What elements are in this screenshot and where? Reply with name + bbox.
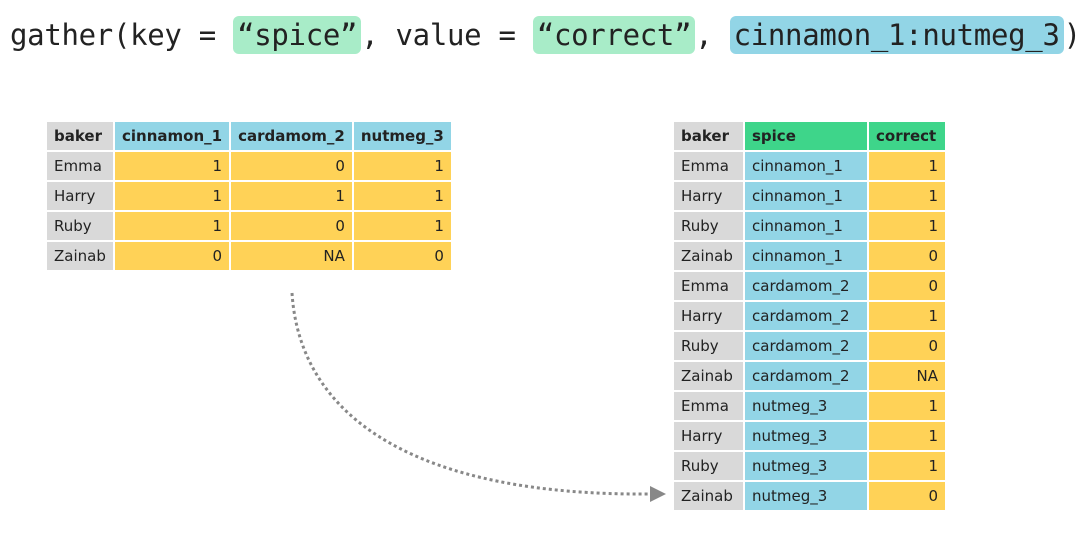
long-cell-spice: cardamom_2 (745, 332, 867, 360)
long-cell-spice: nutmeg_3 (745, 482, 867, 510)
long-cell-correct: 0 (869, 272, 945, 300)
code-key-value: “spice” (233, 16, 362, 54)
long-cell-baker: Harry (674, 302, 743, 330)
wide-cell-baker: Zainab (47, 242, 113, 270)
wide-cell-cardamom: 0 (231, 212, 352, 240)
long-cell-spice: nutmeg_3 (745, 392, 867, 420)
wide-table-header-row: baker cinnamon_1 cardamom_2 nutmeg_3 (47, 122, 451, 150)
long-cell-correct: 0 (869, 482, 945, 510)
table-row: Harry 1 1 1 (47, 182, 451, 210)
long-cell-spice: nutmeg_3 (745, 452, 867, 480)
long-cell-spice: cardamom_2 (745, 302, 867, 330)
long-header-spice: spice (745, 122, 867, 150)
long-cell-baker: Emma (674, 392, 743, 420)
wide-cell-baker: Harry (47, 182, 113, 210)
long-cell-correct: 1 (869, 152, 945, 180)
wide-cell-cinnamon: 1 (115, 152, 230, 180)
long-cell-baker: Zainab (674, 482, 743, 510)
table-row: Emma 1 0 1 (47, 152, 451, 180)
code-sep-cols: , (695, 18, 730, 52)
long-cell-baker: Harry (674, 422, 743, 450)
code-columns: cinnamon_1:nutmeg_3 (729, 16, 1064, 54)
long-cell-spice: cardamom_2 (745, 362, 867, 390)
long-cell-baker: Zainab (674, 242, 743, 270)
wide-cell-cardamom: 1 (231, 182, 352, 210)
long-cell-baker: Zainab (674, 362, 743, 390)
wide-header-baker: baker (47, 122, 113, 150)
wide-cell-nutmeg: 1 (353, 152, 451, 180)
long-cell-correct: 1 (869, 212, 945, 240)
table-row: Ruby 1 0 1 (47, 212, 451, 240)
wide-cell-cardamom: 0 (231, 152, 352, 180)
long-cell-spice: cinnamon_1 (745, 212, 867, 240)
code-suffix: ) (1063, 18, 1081, 52)
long-cell-correct: 1 (869, 452, 945, 480)
dotted-arrow-path (290, 292, 651, 496)
long-cell-baker: Ruby (674, 332, 743, 360)
code-sep-value: , value = (361, 18, 533, 52)
wide-header-cinnamon: cinnamon_1 (115, 122, 230, 150)
wide-cell-nutmeg: 0 (353, 242, 451, 270)
long-cell-correct: 1 (869, 422, 945, 450)
wide-cell-baker: Ruby (47, 212, 113, 240)
wide-header-cardamom: cardamom_2 (231, 122, 352, 150)
wide-cell-cinnamon: 1 (115, 182, 230, 210)
long-cell-correct: 1 (869, 392, 945, 420)
wide-cell-cinnamon: 1 (115, 212, 230, 240)
reshape-arrow (290, 292, 666, 502)
long-cell-correct: 1 (869, 182, 945, 210)
code-value-value: “correct” (532, 16, 696, 54)
long-cell-baker: Harry (674, 182, 743, 210)
long-cell-baker: Ruby (674, 212, 743, 240)
long-cell-spice: cinnamon_1 (745, 152, 867, 180)
long-header-correct: correct (869, 122, 945, 150)
long-cell-baker: Emma (674, 272, 743, 300)
long-cell-correct: 0 (869, 332, 945, 360)
code-prefix: gather(key = (10, 18, 234, 52)
arrowhead-icon (650, 486, 666, 502)
long-cell-correct: NA (869, 362, 945, 390)
long-table-header-row: baker spice correct (674, 122, 945, 150)
wide-cell-nutmeg: 1 (353, 212, 451, 240)
wide-cell-cinnamon: 0 (115, 242, 230, 270)
wide-header-nutmeg: nutmeg_3 (353, 122, 451, 150)
gather-code-line: gather(key = “spice”, value = “correct”,… (10, 16, 1081, 54)
long-cell-spice: cardamom_2 (745, 272, 867, 300)
long-cell-spice: cinnamon_1 (745, 242, 867, 270)
long-cell-baker: Emma (674, 152, 743, 180)
table-row: Zainab 0 NA 0 (47, 242, 451, 270)
wide-cell-cardamom: NA (231, 242, 352, 270)
long-cell-spice: nutmeg_3 (745, 422, 867, 450)
long-cell-correct: 0 (869, 242, 945, 270)
wide-table: baker cinnamon_1 cardamom_2 nutmeg_3 Emm… (45, 120, 453, 272)
wide-cell-baker: Emma (47, 152, 113, 180)
long-header-baker: baker (674, 122, 743, 150)
wide-cell-nutmeg: 1 (353, 182, 451, 210)
long-cell-correct: 1 (869, 302, 945, 330)
long-cell-baker: Ruby (674, 452, 743, 480)
long-cell-spice: cinnamon_1 (745, 182, 867, 210)
